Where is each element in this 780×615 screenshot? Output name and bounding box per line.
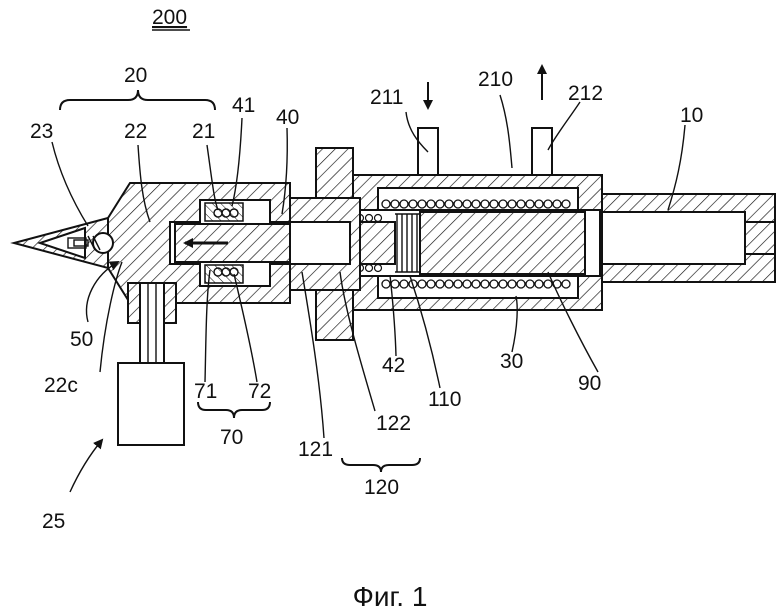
coil-turn [454, 200, 462, 208]
coil-turn [481, 280, 489, 288]
coil-turn [562, 280, 570, 288]
coil-turn [517, 280, 525, 288]
label-41: 41 [232, 94, 255, 117]
coil-turn [472, 200, 480, 208]
coil-turn [553, 200, 561, 208]
label-22c: 22c [44, 374, 78, 397]
label-23: 23 [30, 120, 53, 143]
plunger [420, 212, 585, 274]
coil-turn [427, 200, 435, 208]
spring-turn [375, 265, 382, 272]
label-70: 70 [220, 426, 243, 449]
coil-turn [490, 280, 498, 288]
spring-turn [375, 215, 382, 222]
label-72: 72 [248, 380, 271, 403]
coil-turn [499, 280, 507, 288]
label-121: 121 [298, 438, 333, 461]
coil-turn [391, 280, 399, 288]
coil-turn [445, 280, 453, 288]
coil-turn [535, 200, 543, 208]
coil-turn [517, 200, 525, 208]
coil-turn [382, 280, 390, 288]
coil-turn [499, 200, 507, 208]
coil-turn [490, 200, 498, 208]
coil-turn [445, 200, 453, 208]
coil-turn [544, 280, 552, 288]
spring-turn [366, 265, 373, 272]
label-40: 40 [276, 106, 299, 129]
label-120: 120 [364, 476, 399, 499]
coil-turn [436, 200, 444, 208]
coil-turn [463, 280, 471, 288]
coil-turn [526, 280, 534, 288]
coil-turn [382, 200, 390, 208]
label-211: 211 [370, 86, 403, 109]
coil-turn [481, 200, 489, 208]
coil-turn [472, 280, 480, 288]
label-110: 110 [428, 388, 461, 411]
label-22: 22 [124, 120, 147, 143]
coil-turn [436, 280, 444, 288]
coil-turn [427, 280, 435, 288]
label-210: 210 [478, 68, 513, 91]
figure-caption: Фиг. 1 [353, 581, 428, 612]
label-122: 122 [376, 412, 411, 435]
spring-turn [366, 215, 373, 222]
coil-turn [418, 200, 426, 208]
label-200: 200 [152, 6, 187, 29]
coil-turn [391, 200, 399, 208]
label-90: 90 [578, 372, 601, 395]
outlet-port [532, 128, 552, 175]
coil-turn [544, 200, 552, 208]
coil-turn [526, 200, 534, 208]
label-10: 10 [680, 104, 703, 127]
label-42: 42 [382, 354, 405, 377]
coil-winding-bottom [382, 280, 570, 288]
label-25: 25 [42, 510, 65, 533]
coil-turn [418, 280, 426, 288]
coil-turn [508, 200, 516, 208]
coil-turn [454, 280, 462, 288]
rear-tube [580, 194, 775, 282]
coil-turn [463, 200, 471, 208]
coil-winding-top [382, 200, 570, 208]
coil-turn [409, 200, 417, 208]
label-50: 50 [70, 328, 93, 351]
label-71: 71 [194, 380, 217, 403]
coil-turn [400, 280, 408, 288]
reservoir [118, 363, 184, 445]
coil-turn [562, 200, 570, 208]
label-21: 21 [192, 120, 215, 143]
label-212: 212 [568, 82, 603, 105]
supply-stem [128, 283, 176, 363]
label-30: 30 [500, 350, 523, 373]
coil-turn [508, 280, 516, 288]
coil-turn [535, 280, 543, 288]
coil-turn [400, 200, 408, 208]
nozzle-tip [14, 218, 113, 268]
label-20: 20 [124, 64, 147, 87]
